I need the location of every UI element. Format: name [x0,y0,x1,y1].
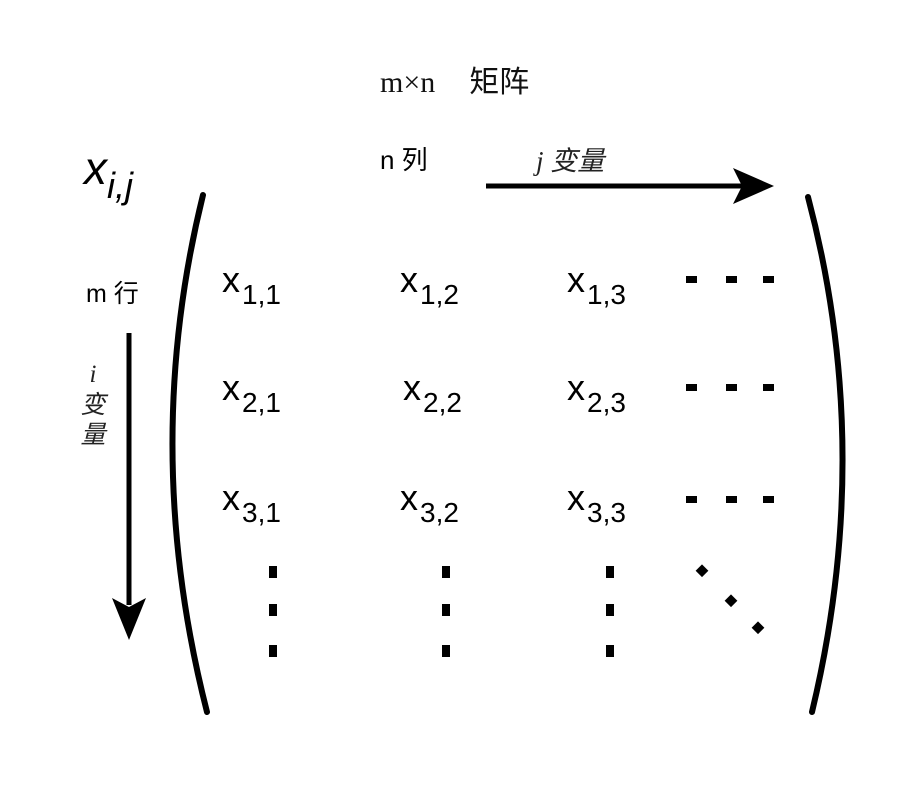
matrix-cell: x2,2 [403,367,462,418]
matrix-cell: x1,1 [222,259,281,310]
title-name: 矩阵 [469,66,530,99]
matrix-cell: x3,3 [567,477,626,528]
horizontal-ellipsis [686,276,774,503]
page-title: m×n 矩阵 [380,68,529,98]
column-variable-label: j 变量 [536,146,605,176]
down-arrow-icon [112,333,146,640]
right-parenthesis [805,194,846,715]
matrix-cell: x3,2 [400,477,459,528]
row-variable-char-2: 量 [80,422,106,449]
right-arrow-icon [486,168,774,204]
row-variable-letter: i [89,361,97,388]
title-dimensions: m×n [380,66,436,99]
element-symbol: xi,j [84,142,133,204]
element-subscript: i,j [107,165,133,206]
row-variable-char-1: 变 [80,391,106,419]
matrix-cell: x2,1 [222,367,281,418]
matrix-cell: x1,3 [567,259,626,310]
row-variable-label: i 变 量 [78,360,108,452]
diagonal-ellipsis [695,564,765,635]
vertical-ellipsis [269,566,614,657]
element-base: x [84,142,107,194]
row-count-label: m 行 [86,280,139,308]
matrix-cell: x2,3 [567,367,626,418]
matrix-cell: x1,2 [400,259,459,310]
left-parenthesis [169,192,210,715]
matrix-cell: x3,1 [222,477,281,528]
column-count-label: n 列 [380,145,428,175]
